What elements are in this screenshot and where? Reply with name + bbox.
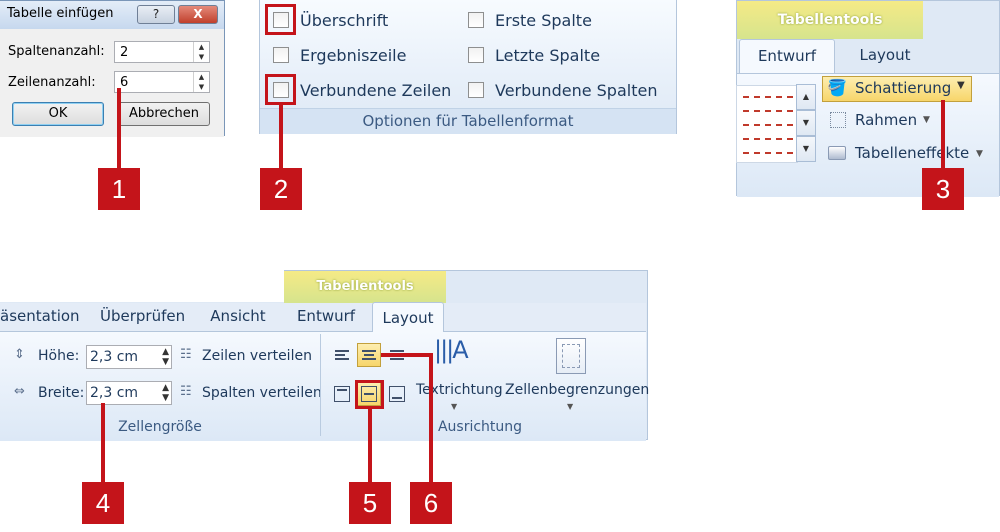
column-width-icon: ⇔ xyxy=(14,384,25,399)
last-column-label: Letzte Spalte xyxy=(495,46,601,65)
tab-layout[interactable]: Layout xyxy=(372,302,444,332)
tab-entwurf[interactable]: Entwurf xyxy=(739,39,835,74)
banded-columns-label: Verbundene Spalten xyxy=(495,81,658,100)
cell-size-group-label: Zellengröße xyxy=(118,419,202,435)
callout-highlight xyxy=(265,4,296,35)
effects-label[interactable]: Tabelleneffekte xyxy=(855,144,970,162)
height-input[interactable]: 2,3 cm ▲▼ xyxy=(86,345,172,369)
align-bottom-icon[interactable] xyxy=(385,382,409,406)
banded-rows-checkbox[interactable] xyxy=(273,82,289,98)
rows-spinner[interactable]: 6 ▲▼ xyxy=(114,71,210,93)
distribute-rows-button[interactable]: Zeilen verteilen xyxy=(202,348,312,364)
callout-2: 2 xyxy=(260,168,302,210)
chevron-down-icon: ▼ xyxy=(923,115,930,125)
table-style-gallery[interactable] xyxy=(736,85,798,163)
shading-label: Schattierung xyxy=(855,79,952,97)
total-row-label: Ergebniszeile xyxy=(300,46,407,65)
callout-3: 3 xyxy=(922,168,964,210)
last-column-checkbox[interactable] xyxy=(468,47,484,63)
distribute-rows-icon: ☷ xyxy=(180,347,192,362)
insert-table-dialog: Tabelle einfügen ? X Spaltenanzahl: 2 ▲▼… xyxy=(0,0,225,137)
cancel-button[interactable]: Abbrechen xyxy=(118,102,210,126)
align-left-icon[interactable] xyxy=(330,343,354,367)
tab-ansicht[interactable]: Ansicht xyxy=(210,307,266,325)
width-value: 2,3 cm xyxy=(90,385,139,401)
callout-4: 4 xyxy=(82,482,124,524)
rows-value: 6 xyxy=(120,75,129,90)
height-value: 2,3 cm xyxy=(90,349,139,365)
first-column-label: Erste Spalte xyxy=(495,11,592,30)
dialog-titlebar: Tabelle einfügen ? X xyxy=(0,1,224,29)
header-row-checkbox[interactable] xyxy=(273,12,289,28)
total-row-checkbox[interactable] xyxy=(273,47,289,63)
callout-6: 6 xyxy=(410,482,452,524)
header-row-label: Überschrift xyxy=(300,11,389,30)
width-input[interactable]: 2,3 cm ▲▼ xyxy=(86,381,172,405)
ok-button[interactable]: OK xyxy=(12,102,104,126)
spinner-arrows-icon[interactable]: ▲▼ xyxy=(162,347,169,367)
callout-5: 5 xyxy=(349,482,391,524)
columns-spinner[interactable]: 2 ▲▼ xyxy=(114,41,210,63)
chevron-down-icon: ▼ xyxy=(976,149,983,159)
distribute-columns-button[interactable]: Spalten verteilen xyxy=(202,385,322,401)
height-label: Höhe: xyxy=(38,348,80,364)
dialog-body: Spaltenanzahl: 2 ▲▼ Zeilenanzahl: 6 ▲▼ O… xyxy=(0,29,224,137)
rows-label: Zeilenanzahl: xyxy=(8,75,96,90)
effects-icon xyxy=(828,146,846,160)
columns-label: Spaltenanzahl: xyxy=(8,44,105,59)
callout-highlight xyxy=(265,74,296,105)
group-label: Optionen für Tabellenformat xyxy=(260,108,676,134)
tab-praesentation[interactable]: äsentation xyxy=(0,307,80,325)
gallery-down-icon[interactable]: ▼ xyxy=(796,110,816,136)
callout-highlight xyxy=(355,380,384,409)
tab-ueberpruefen[interactable]: Überprüfen xyxy=(100,307,186,325)
borders-label[interactable]: Rahmen xyxy=(855,111,918,129)
gallery-up-icon[interactable]: ▲ xyxy=(796,84,816,110)
align-center-icon[interactable] xyxy=(357,343,381,367)
banded-rows-label: Verbundene Zeilen xyxy=(300,81,452,100)
columns-value: 2 xyxy=(120,45,129,60)
chevron-down-icon: ▼ xyxy=(567,402,574,411)
shading-button[interactable] xyxy=(822,76,972,102)
cell-margins-button[interactable]: Zellenbegrenzungen xyxy=(505,382,650,398)
distribute-columns-icon: ☷ xyxy=(180,384,192,399)
ribbon-tab-row xyxy=(0,303,646,331)
first-column-checkbox[interactable] xyxy=(468,12,484,28)
width-label: Breite: xyxy=(38,385,85,401)
help-button[interactable]: ? xyxy=(137,5,175,24)
chevron-down-icon: ▼ xyxy=(957,80,965,91)
chevron-down-icon: ▼ xyxy=(451,402,458,411)
align-top-icon[interactable] xyxy=(330,382,354,406)
tab-entwurf[interactable]: Entwurf xyxy=(296,307,356,325)
spinner-arrows-icon[interactable]: ▲▼ xyxy=(193,42,209,62)
alignment-group-label: Ausrichtung xyxy=(437,419,523,435)
text-direction-button[interactable]: Textrichtung xyxy=(416,382,503,398)
contextual-tab-title: Tabellentools xyxy=(737,1,923,39)
row-height-icon: ⇕ xyxy=(14,347,25,362)
contextual-tab-title: Tabellentools xyxy=(284,271,446,303)
close-button[interactable]: X xyxy=(178,5,218,24)
dialog-title: Tabelle einfügen xyxy=(7,6,114,21)
callout-1: 1 xyxy=(98,168,140,210)
gallery-more-icon[interactable]: ▼ xyxy=(796,136,816,162)
tab-layout[interactable]: Layout xyxy=(859,46,911,64)
cell-margins-icon xyxy=(556,338,586,374)
align-middle-icon[interactable] xyxy=(357,382,381,406)
spinner-arrows-icon[interactable]: ▲▼ xyxy=(193,72,209,92)
text-direction-icon: |||A xyxy=(434,336,469,364)
banded-columns-checkbox[interactable] xyxy=(468,82,484,98)
spinner-arrows-icon[interactable]: ▲▼ xyxy=(162,383,169,403)
borders-icon xyxy=(830,112,846,128)
paint-bucket-icon: 🪣 xyxy=(827,78,847,97)
